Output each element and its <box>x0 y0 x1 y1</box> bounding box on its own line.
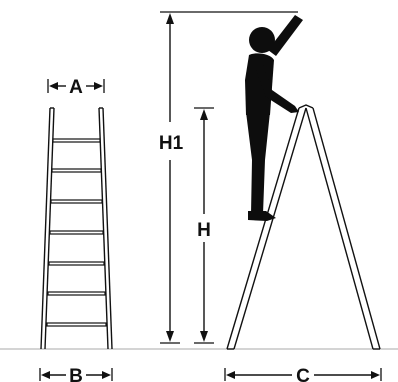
person-foot <box>248 211 276 221</box>
dimension-h1-arrow-bottom <box>166 331 174 342</box>
person-silhouette <box>245 15 303 221</box>
dimension-a: A <box>47 77 105 98</box>
dimension-c-arrow-right <box>371 371 380 379</box>
dimension-b: B <box>39 366 113 382</box>
front-view-ladder <box>40 107 113 350</box>
rung <box>52 138 101 143</box>
person-torso <box>245 53 274 115</box>
dimension-c-arrow-left <box>226 371 235 379</box>
dimension-h1-arrow-top <box>166 13 174 24</box>
dimension-h-arrow-top <box>200 109 208 120</box>
rung <box>49 230 104 235</box>
side-ladder-top-cap <box>298 104 314 109</box>
rung <box>47 291 106 296</box>
person-legs <box>246 112 270 214</box>
dimension-b-arrow-left <box>41 371 50 379</box>
rung <box>48 261 105 266</box>
front-ladder-left-rail <box>40 107 55 350</box>
dimension-h1: H1 <box>159 11 298 344</box>
side-ladder-front-leg <box>226 107 307 350</box>
dimension-a-label: A <box>69 77 83 98</box>
front-ladder-right-rail <box>98 107 113 350</box>
dimension-b-arrow-right <box>102 371 111 379</box>
dimension-a-arrow-right <box>94 82 103 90</box>
dimension-c-label: C <box>296 366 310 382</box>
person-raised-arm <box>268 15 303 56</box>
rung <box>51 168 102 173</box>
dimension-h-arrow-bottom <box>200 331 208 342</box>
dimension-a-arrow-left <box>49 82 58 90</box>
rung <box>46 322 107 327</box>
person-lower-arm <box>256 62 299 113</box>
rung <box>50 199 103 204</box>
dimension-c: C <box>224 366 382 382</box>
person-head <box>249 27 275 53</box>
dimension-b-label: B <box>69 366 83 382</box>
dimension-h1-label: H1 <box>159 133 184 154</box>
dimension-h: H <box>194 107 214 344</box>
dimension-h-label: H <box>197 220 211 241</box>
side-view-ladder <box>226 104 381 350</box>
front-ladder-rungs <box>46 138 107 327</box>
side-ladder-back-leg <box>305 107 381 350</box>
